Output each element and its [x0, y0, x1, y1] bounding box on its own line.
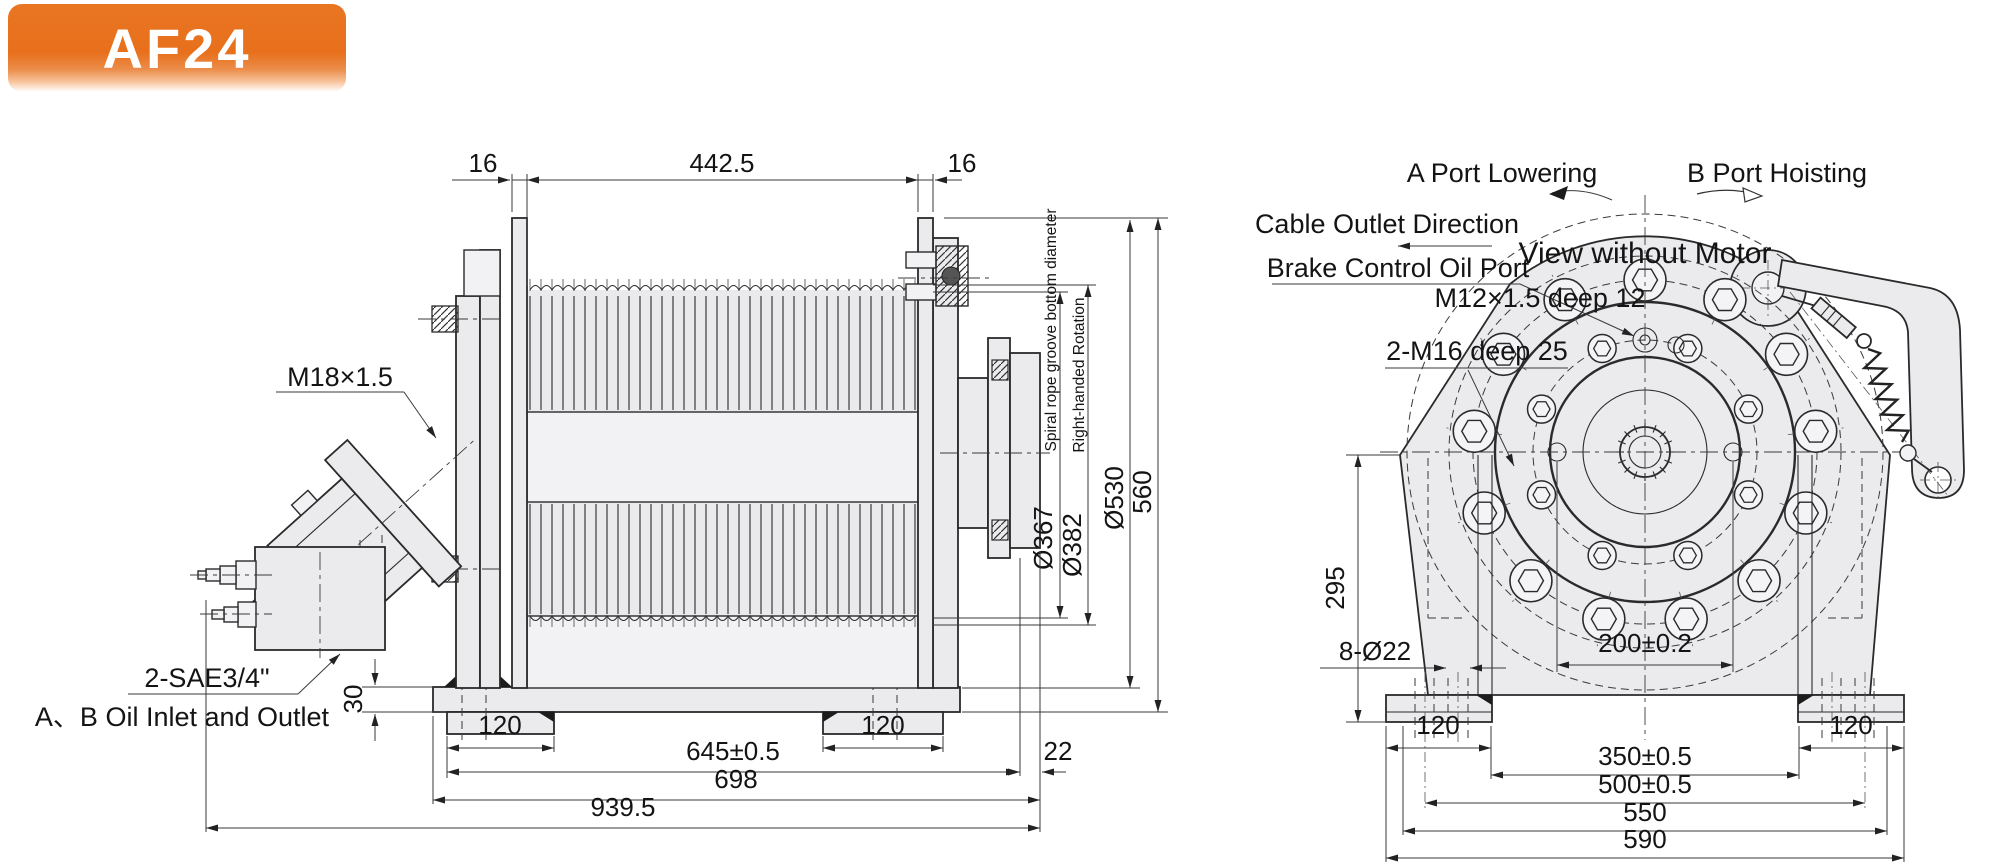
label-a-port: A Port Lowering	[1407, 158, 1598, 188]
side-view: 16 442.5 16 Ø367 Spiral rope groove bott…	[35, 148, 1168, 832]
brake-housing	[940, 337, 1050, 559]
dim-overall-width: 590	[1623, 824, 1666, 854]
dim-flange-left: 16	[469, 148, 498, 178]
dim-holes-outer: 500±0.5	[1598, 769, 1692, 799]
dim-base-thickness: 30	[338, 685, 368, 714]
foot-pad-right	[822, 711, 944, 735]
front-view: 295 8-Ø22 200±0.2 120 120	[1255, 158, 1965, 862]
dim-drum-span: 442.5	[689, 148, 754, 178]
dim-overall-length: 939.5	[590, 792, 655, 822]
valve-block	[190, 546, 386, 658]
drum-flange-left	[511, 217, 528, 689]
front-foot-right	[1797, 694, 1905, 723]
model-badge: AF24	[8, 4, 346, 92]
foot-pad-left	[446, 711, 555, 735]
labels-front: A Port Lowering B Port Hoisting Cable Ou…	[1255, 158, 1867, 467]
dim-hub-span: 200±0.2	[1598, 628, 1692, 658]
dim-rope-note: Right-handed Rotation	[1071, 297, 1088, 452]
dim-groove-bottom-note: Spiral rope groove bottom diameter	[1043, 209, 1060, 452]
dims-bottom-side: 30 120 120 645±0.5 22 698	[205, 552, 1073, 832]
dim-top: 16 442.5 16	[452, 148, 976, 286]
bolt-rings	[1446, 252, 1844, 647]
dims-diameters: Ø367 Spiral rope groove bottom diameter …	[933, 209, 1168, 713]
label-lift-holes: 2-M16 deep 25	[1386, 336, 1568, 366]
dim-mount-holes: 8-Ø22	[1339, 636, 1411, 666]
brake-spring	[1781, 291, 1949, 497]
label-b-port: B Port Hoisting	[1687, 158, 1867, 188]
dim-edge-offset: 22	[1044, 736, 1073, 766]
winch-drum	[511, 217, 934, 689]
label-oil-ports: 2-SAE3/4"	[144, 663, 269, 693]
dim-corner-height: 295	[1320, 566, 1350, 609]
labels-side: M18×1.5 2-SAE3/4" A、B Oil Inlet and Outl…	[35, 362, 437, 732]
dims-front: 295 8-Ø22 200±0.2 120 120	[1320, 454, 1905, 862]
drum-grooves	[529, 279, 916, 627]
label-cable-outlet: Cable Outlet Direction	[1255, 209, 1519, 239]
base-plate	[432, 686, 961, 713]
dim-groove-bottom-dia: Ø367	[1028, 506, 1058, 570]
label-oil-ports-note: A、B Oil Inlet and Outlet	[35, 702, 330, 732]
label-motor-thread: M18×1.5	[287, 362, 393, 392]
dim-front-foot-right: 120	[1829, 710, 1872, 740]
dim-frame-length: 698	[714, 764, 757, 794]
dim-rope-dia: Ø382	[1057, 513, 1087, 577]
dim-foot-right: 120	[861, 710, 904, 740]
brake-lever-arm	[1776, 258, 1965, 499]
dim-foot-left: 120	[478, 710, 521, 740]
dim-overall-height: 560	[1127, 470, 1157, 513]
dim-base-width: 550	[1623, 797, 1666, 827]
front-foot-left	[1385, 694, 1493, 723]
label-brake-port: Brake Control Oil Port	[1267, 253, 1530, 283]
label-brake-thread: M12×1.5 deep 12	[1435, 283, 1646, 313]
model-badge-label: AF24	[102, 16, 252, 80]
label-view-note: View without Motor	[1519, 237, 1772, 270]
drum-flange-right	[917, 217, 934, 689]
cable-clamp	[898, 245, 990, 307]
dim-front-foot-left: 120	[1416, 710, 1459, 740]
dim-mount-span: 645±0.5	[686, 736, 780, 766]
dim-flange-dia: Ø530	[1099, 466, 1129, 530]
dim-holes-inner: 350±0.5	[1598, 741, 1692, 771]
drum-stand-left	[418, 249, 505, 689]
dim-flange-right: 16	[948, 148, 977, 178]
